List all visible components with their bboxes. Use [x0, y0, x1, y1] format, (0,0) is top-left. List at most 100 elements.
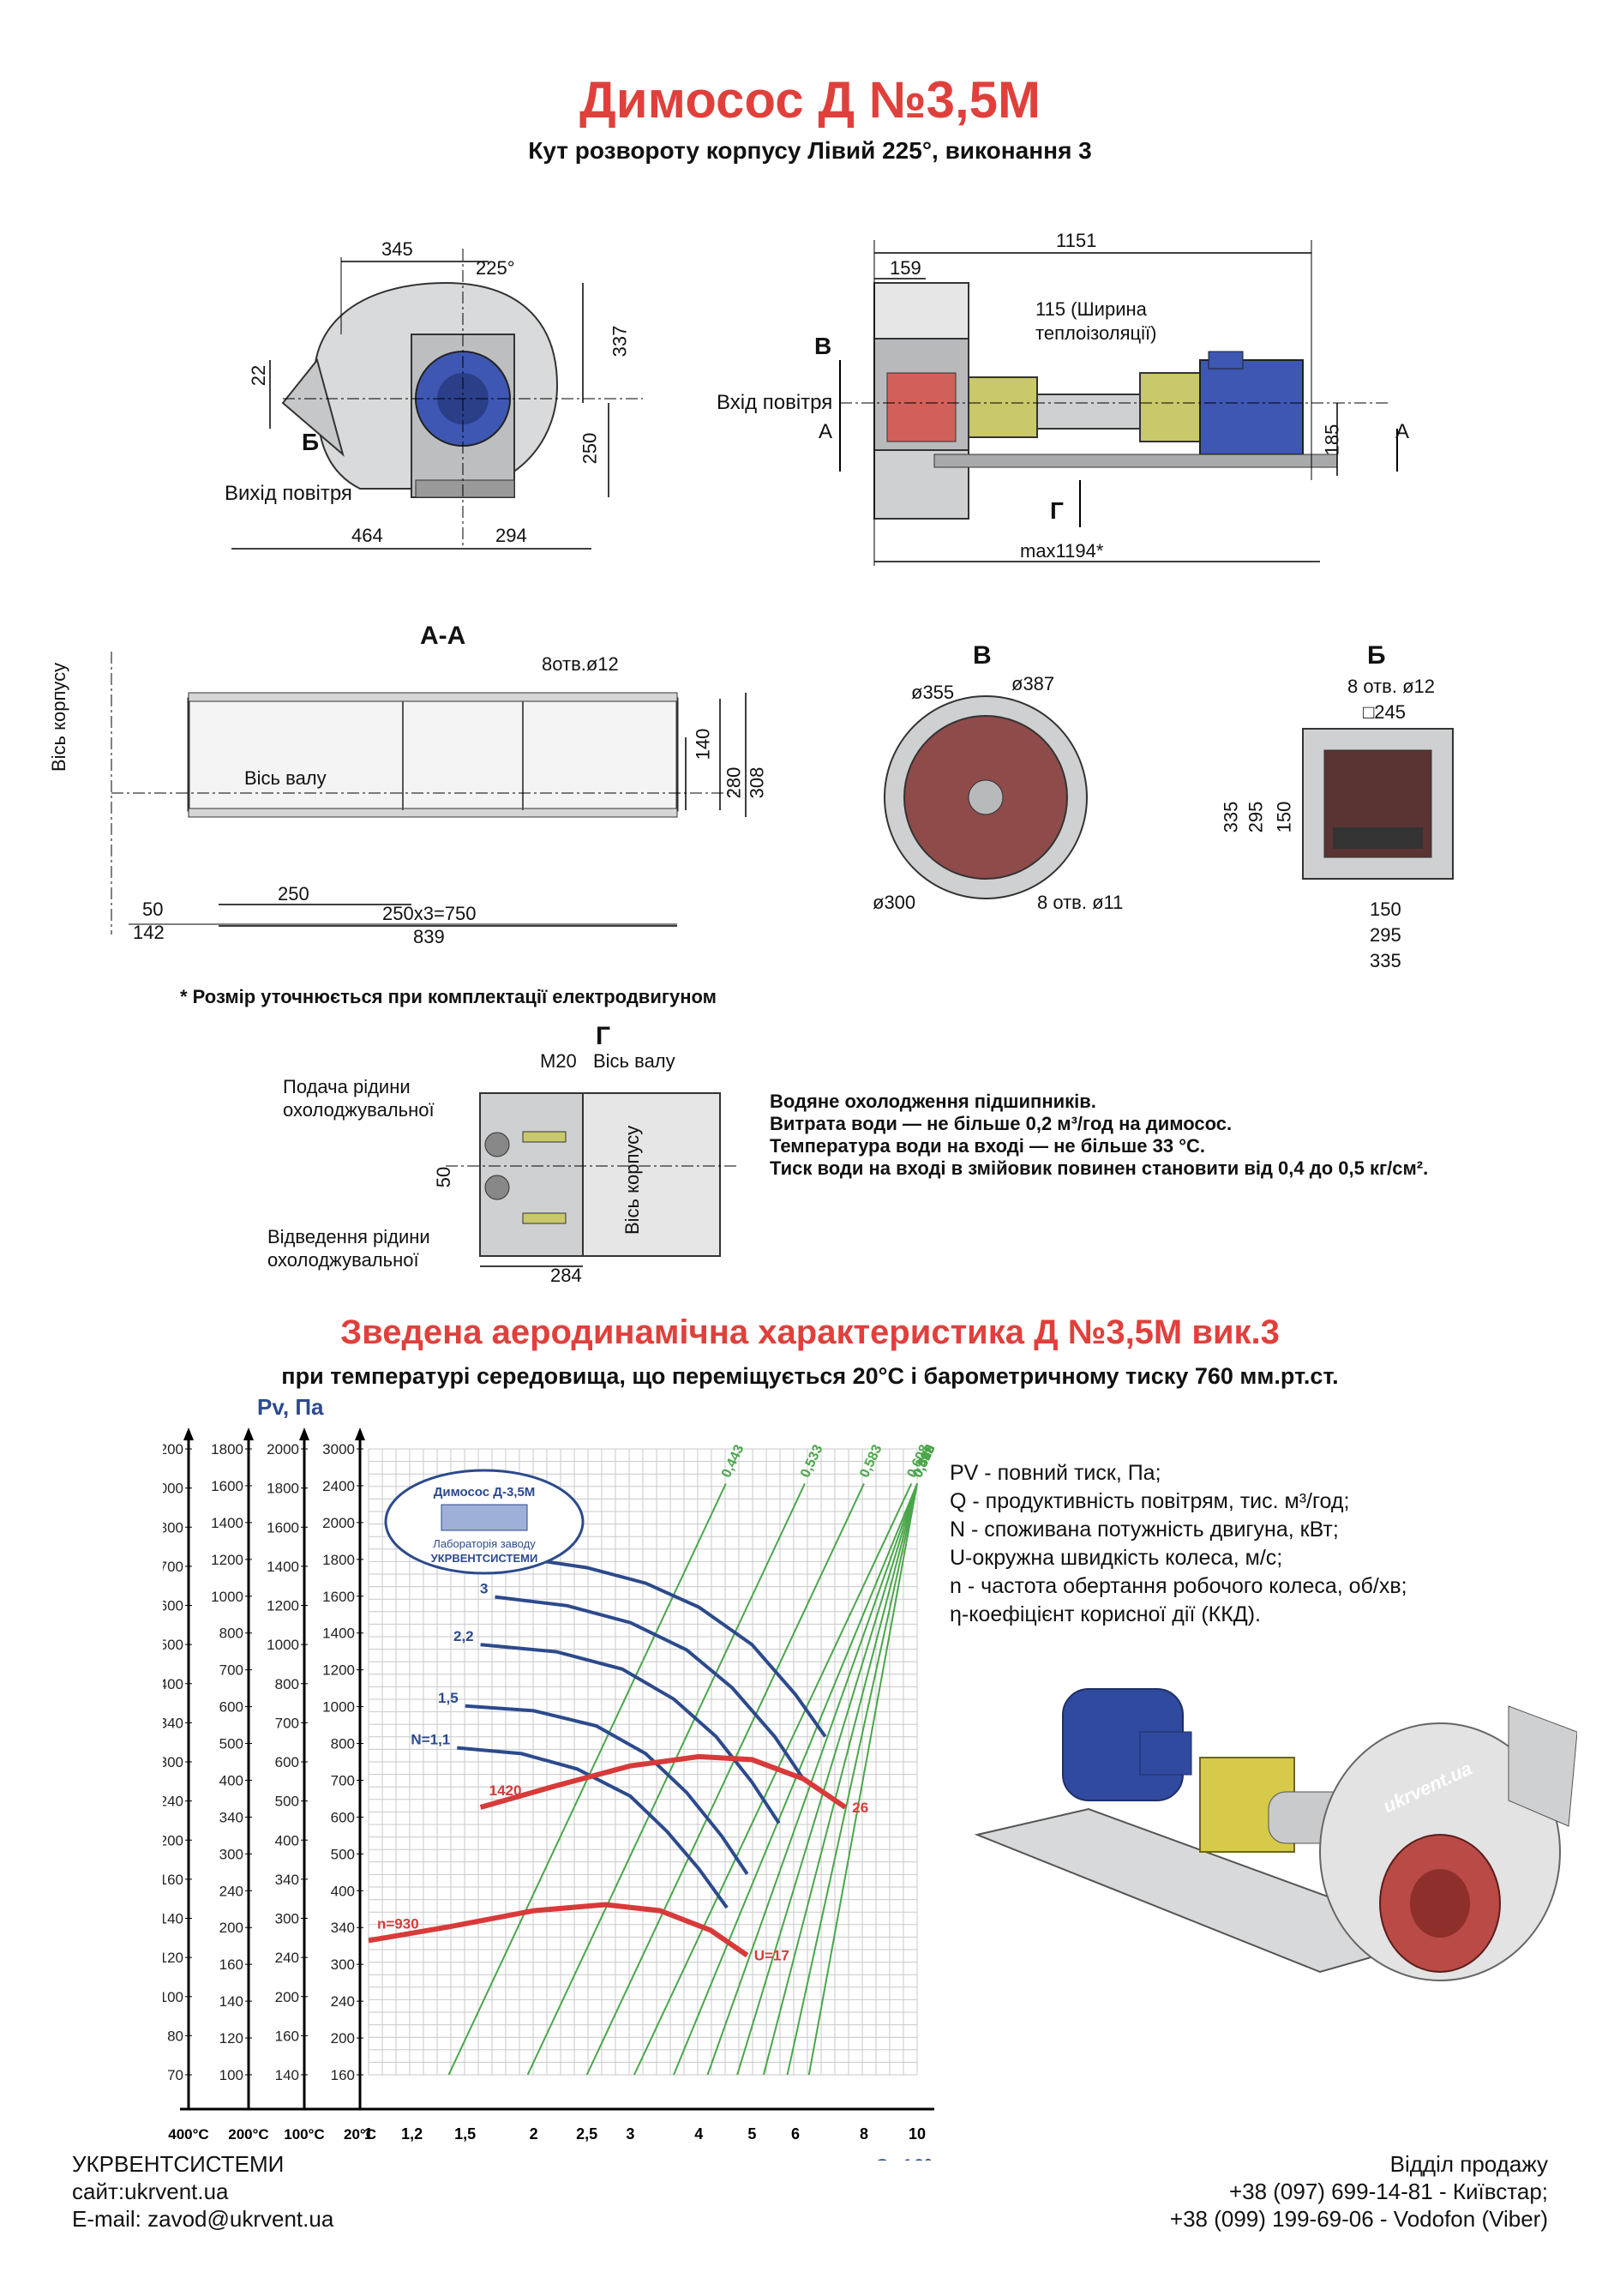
- y-tick-label: 2000: [322, 1515, 355, 1531]
- stamp-icon: [441, 1504, 528, 1531]
- y-tick-label: 120: [219, 2030, 243, 2047]
- y-tick-label: 340: [219, 1809, 243, 1825]
- efficiency-line: [706, 1483, 918, 2076]
- efficiency-line: [786, 1483, 918, 2076]
- view-b-dim-245: □245: [1363, 701, 1406, 723]
- aa-dim-250: 250: [278, 883, 309, 905]
- x-tick-label: 4: [694, 2125, 703, 2143]
- water-note: Тиск води на вході в змійовик повинен ст…: [770, 1157, 1429, 1179]
- y-tick-label: 1400: [267, 1559, 299, 1575]
- x-tick-label: 3: [626, 2125, 634, 2143]
- view-b-drawing: [1302, 728, 1454, 880]
- chart-title: Зведена аеродинамічна характеристика Д №…: [340, 1313, 1280, 1351]
- temp-axis-label: 20°С: [344, 2126, 376, 2143]
- power-curve-label: N=1,1: [411, 1732, 450, 1748]
- footer-phone-2[interactable]: +38 (099) 199-69-06 - Vodofon (Viber): [1169, 2206, 1548, 2232]
- view-g-drawing: [446, 1092, 737, 1267]
- y-tick-label: 400: [331, 1883, 355, 1899]
- aa-dim-839: 839: [413, 926, 445, 947]
- view-g-feed-2: охолоджувальної: [283, 1099, 435, 1121]
- view-g-dim-284: 284: [550, 1265, 582, 1286]
- water-note: Водяне охолодження підшипників.: [770, 1091, 1096, 1112]
- speed-curve: [368, 1902, 749, 1958]
- y-tick-label: 140: [163, 1911, 183, 1927]
- y-tick-label: 200: [275, 1989, 299, 2005]
- view-b-holes: 8 отв. ø12: [1347, 676, 1435, 697]
- y-tick-label: 500: [275, 1794, 299, 1810]
- footer-email[interactable]: E-mail: zavod@ukrvent.ua: [72, 2206, 334, 2232]
- y-tick-label: 1800: [322, 1552, 355, 1568]
- page-subtitle: Кут розвороту корпусу Лівий 225°, викона…: [528, 137, 1092, 164]
- legend-item: U-окружна швидкість колеса, м/с;: [950, 1546, 1283, 1570]
- front-dim-294: 294: [495, 525, 527, 546]
- speed-curve-label: 1420: [489, 1782, 522, 1799]
- y-tick-label: 80: [167, 2028, 183, 2044]
- y-tick-label: 240: [331, 1993, 355, 2010]
- y-tick-label: 800: [219, 1626, 243, 1642]
- y-tick-label: 600: [275, 1754, 299, 1770]
- efficiency-line: [633, 1483, 913, 2076]
- y-tick-label: 300: [331, 1956, 355, 1973]
- x-tick-label: 8: [860, 2125, 868, 2143]
- y-tick-label: 2400: [322, 1478, 355, 1494]
- speed-curve-label: n=930: [377, 1915, 419, 1932]
- power-curve: [495, 1595, 805, 1780]
- y-tick-label: 240: [219, 1883, 243, 1899]
- y-tick-label: 800: [275, 1676, 299, 1692]
- y-tick-label: 70: [167, 2067, 183, 2083]
- efficiency-line: [585, 1483, 865, 2076]
- stamp-text: Лабораторія заводу: [433, 1537, 536, 1550]
- footer-sales: Відділ продажу: [1389, 2151, 1548, 2177]
- efficiency-line: [526, 1483, 806, 2076]
- y-tick-label: 160: [163, 1872, 183, 1888]
- aa-dim-140: 140: [692, 728, 714, 760]
- y-tick-label: 700: [219, 1662, 243, 1679]
- y-tick-label: 1600: [322, 1589, 355, 1605]
- y-tick-label: 400: [275, 1832, 299, 1848]
- footer-phone-1[interactable]: +38 (097) 699-14-81 - Київстар;: [1228, 2179, 1548, 2204]
- x-tick-label: 1,2: [401, 2125, 423, 2143]
- axis-arrow: [243, 1427, 254, 1440]
- y-tick-label: 1000: [163, 1481, 183, 1497]
- aa-dim-280: 280: [723, 766, 745, 799]
- power-curve: [521, 1556, 827, 1738]
- y-tick-label: 700: [163, 1559, 183, 1575]
- footer-right: Відділ продажу +38 (097) 699-14-81 - Киї…: [1170, 2150, 1548, 2233]
- stamp-text: УКРВЕНТСИСТЕМИ: [431, 1552, 538, 1565]
- view-b-dim-150v: 150: [1273, 801, 1295, 833]
- y-tick-label: 100: [163, 1989, 183, 2005]
- view-b-dim-295h: 295: [1370, 924, 1401, 946]
- y-tick-label: 340: [163, 1715, 183, 1731]
- y-tick-label: 500: [163, 1637, 183, 1653]
- y-tick-label: 1000: [267, 1637, 299, 1653]
- temp-axis-label: 100°С: [284, 2126, 324, 2143]
- y-tick-label: 300: [275, 1911, 299, 1927]
- y-tick-label: 140: [219, 1993, 243, 2010]
- footer-left: УКРВЕНТСИСТЕМИ сайт:ukrvent.ua E-mail: z…: [72, 2150, 333, 2233]
- chart-legend: PV - повний тиск, Па; Q - продуктивність…: [950, 1459, 1407, 1629]
- section-aa-drawing: [111, 652, 747, 935]
- y-tick-label: 300: [163, 1754, 183, 1770]
- x-tick-label: 1: [364, 2125, 373, 2143]
- power-curve: [457, 1746, 729, 1909]
- aa-dim-750: 250x3=750: [382, 903, 477, 924]
- efficiency-line: [673, 1483, 918, 2076]
- y-tick-label: 200: [163, 1832, 183, 1848]
- y-tick-label: 600: [219, 1699, 243, 1716]
- power-curve-label: 1,5: [438, 1690, 459, 1706]
- y-tick-label: 700: [275, 1715, 299, 1731]
- section-aa-axis-shaft: Вісь валу: [244, 767, 327, 789]
- legend-item: PV - повний тиск, Па;: [950, 1461, 1161, 1485]
- y-tick-label: 100: [219, 2067, 243, 2083]
- legend-item: n - частота обертання робочого колеса, о…: [950, 1574, 1407, 1598]
- side-dim-1151: 1151: [1056, 230, 1097, 251]
- footer-site[interactable]: сайт:ukrvent.ua: [72, 2179, 229, 2204]
- view-b-dim-295v: 295: [1245, 801, 1267, 833]
- y-tick-label: 800: [163, 1519, 183, 1536]
- legend-item: η-коефіцієнт корисної дії (ККД).: [950, 1602, 1261, 1626]
- y-tick-label: 500: [331, 1846, 355, 1862]
- view-g-m20: М20: [540, 1050, 577, 1072]
- view-g-axis-shaft: Вісь валу: [593, 1050, 675, 1072]
- view-v-dim-387: ø387: [1011, 673, 1055, 694]
- speed-curve-u-label: 26: [852, 1800, 868, 1816]
